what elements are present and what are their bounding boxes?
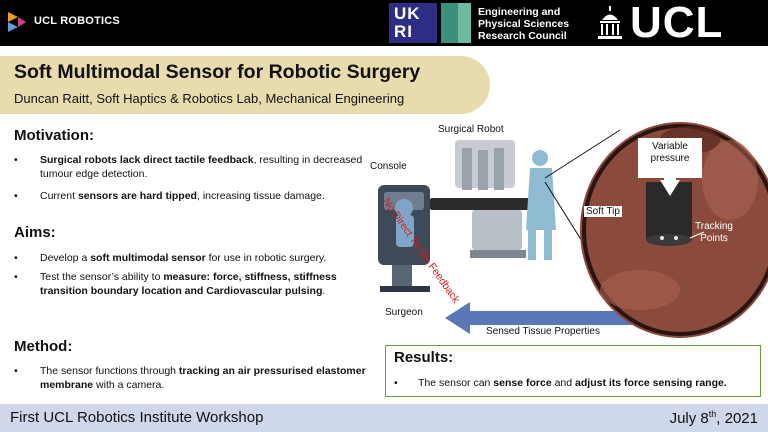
title-band	[0, 56, 490, 114]
epsrc-name: Engineering and Physical Sciences Resear…	[478, 6, 569, 42]
poster-title: Soft Multimodal Sensor for Robotic Surge…	[14, 61, 421, 83]
ucl-robotics-logo-icon	[8, 12, 26, 32]
results-heading: Results:	[394, 349, 454, 366]
method-heading: Method:	[14, 338, 73, 355]
org-label: UCL ROBOTICS	[34, 15, 120, 27]
motivation-heading: Motivation:	[14, 127, 94, 144]
workshop-name: First UCL Robotics Institute Workshop	[10, 409, 264, 426]
method-bullet-1: • The sensor functions through tracking …	[14, 364, 374, 394]
workshop-date: July 8th, 2021	[669, 409, 758, 427]
bullet-text: The sensor functions through tracking an…	[40, 365, 366, 391]
bullet-dot: •	[14, 190, 18, 202]
bullet-dot: •	[14, 271, 18, 283]
bullet-dot: •	[394, 377, 398, 389]
bullet-text: Develop a soft multimodal sensor for use…	[40, 252, 327, 264]
surgical-robot-illustration	[430, 140, 556, 260]
bullet-dot: •	[14, 252, 18, 264]
tracking-points-label: Tracking Points	[690, 221, 738, 245]
variable-pressure-line-2: pressure	[650, 153, 690, 164]
motivation-bullet-2: • Current sensors are hard tipped, incre…	[14, 189, 374, 205]
ukri-logo: UK RI	[389, 3, 437, 43]
epsrc-logo-mark-accent	[458, 3, 471, 43]
sensed-tissue-label: Sensed Tissue Properties	[486, 326, 600, 337]
header-bar: UCL ROBOTICS UK RI Engineering and Physi…	[0, 0, 768, 46]
bullet-dot: •	[14, 154, 18, 166]
motivation-bullet-1: • Surgical robots lack direct tactile fe…	[14, 153, 374, 183]
surgeon-label: Surgeon	[385, 307, 423, 318]
soft-tip-label: Soft Tip	[584, 206, 622, 217]
results-box: Results: • The sensor can sense force an…	[385, 345, 761, 397]
ukri-label: UK RI	[394, 4, 421, 41]
variable-pressure-line-1: Variable	[652, 141, 688, 152]
footer-bar: First UCL Robotics Institute Workshop Ju…	[0, 404, 768, 432]
ucl-wordmark: UCL	[630, 0, 724, 47]
results-text: The sensor can sense force and adjust it…	[418, 377, 727, 389]
tracking-points-line-1: Tracking	[695, 221, 733, 232]
epsrc-line-2: Physical Sciences	[478, 18, 570, 30]
results-bullet: • The sensor can sense force and adjust …	[394, 377, 727, 389]
aims-heading: Aims:	[14, 224, 56, 241]
tracking-points-line-2: Points	[700, 233, 728, 244]
epsrc-line-1: Engineering and	[478, 6, 561, 18]
bullet-text: Test the sensor’s ability to measure: fo…	[40, 271, 337, 297]
bullet-dot: •	[14, 365, 18, 377]
poster-authors: Duncan Raitt, Soft Haptics & Robotics La…	[14, 91, 405, 106]
console-label: Console	[370, 161, 407, 172]
epsrc-line-3: Research Council	[478, 30, 567, 42]
ucl-portico-icon	[598, 6, 622, 39]
aims-bullet-1: • Develop a soft multimodal sensor for u…	[14, 251, 374, 267]
surgical-robot-label: Surgical Robot	[438, 124, 504, 135]
bullet-text: Surgical robots lack direct tactile feed…	[40, 154, 363, 180]
no-feedback-label: No Direct Tactile Feedback	[380, 196, 462, 306]
aims-bullet-2: • Test the sensor’s ability to measure: …	[14, 270, 374, 316]
variable-pressure-label: Variable pressure	[640, 141, 700, 165]
bullet-text: Current sensors are hard tipped, increas…	[40, 190, 325, 202]
